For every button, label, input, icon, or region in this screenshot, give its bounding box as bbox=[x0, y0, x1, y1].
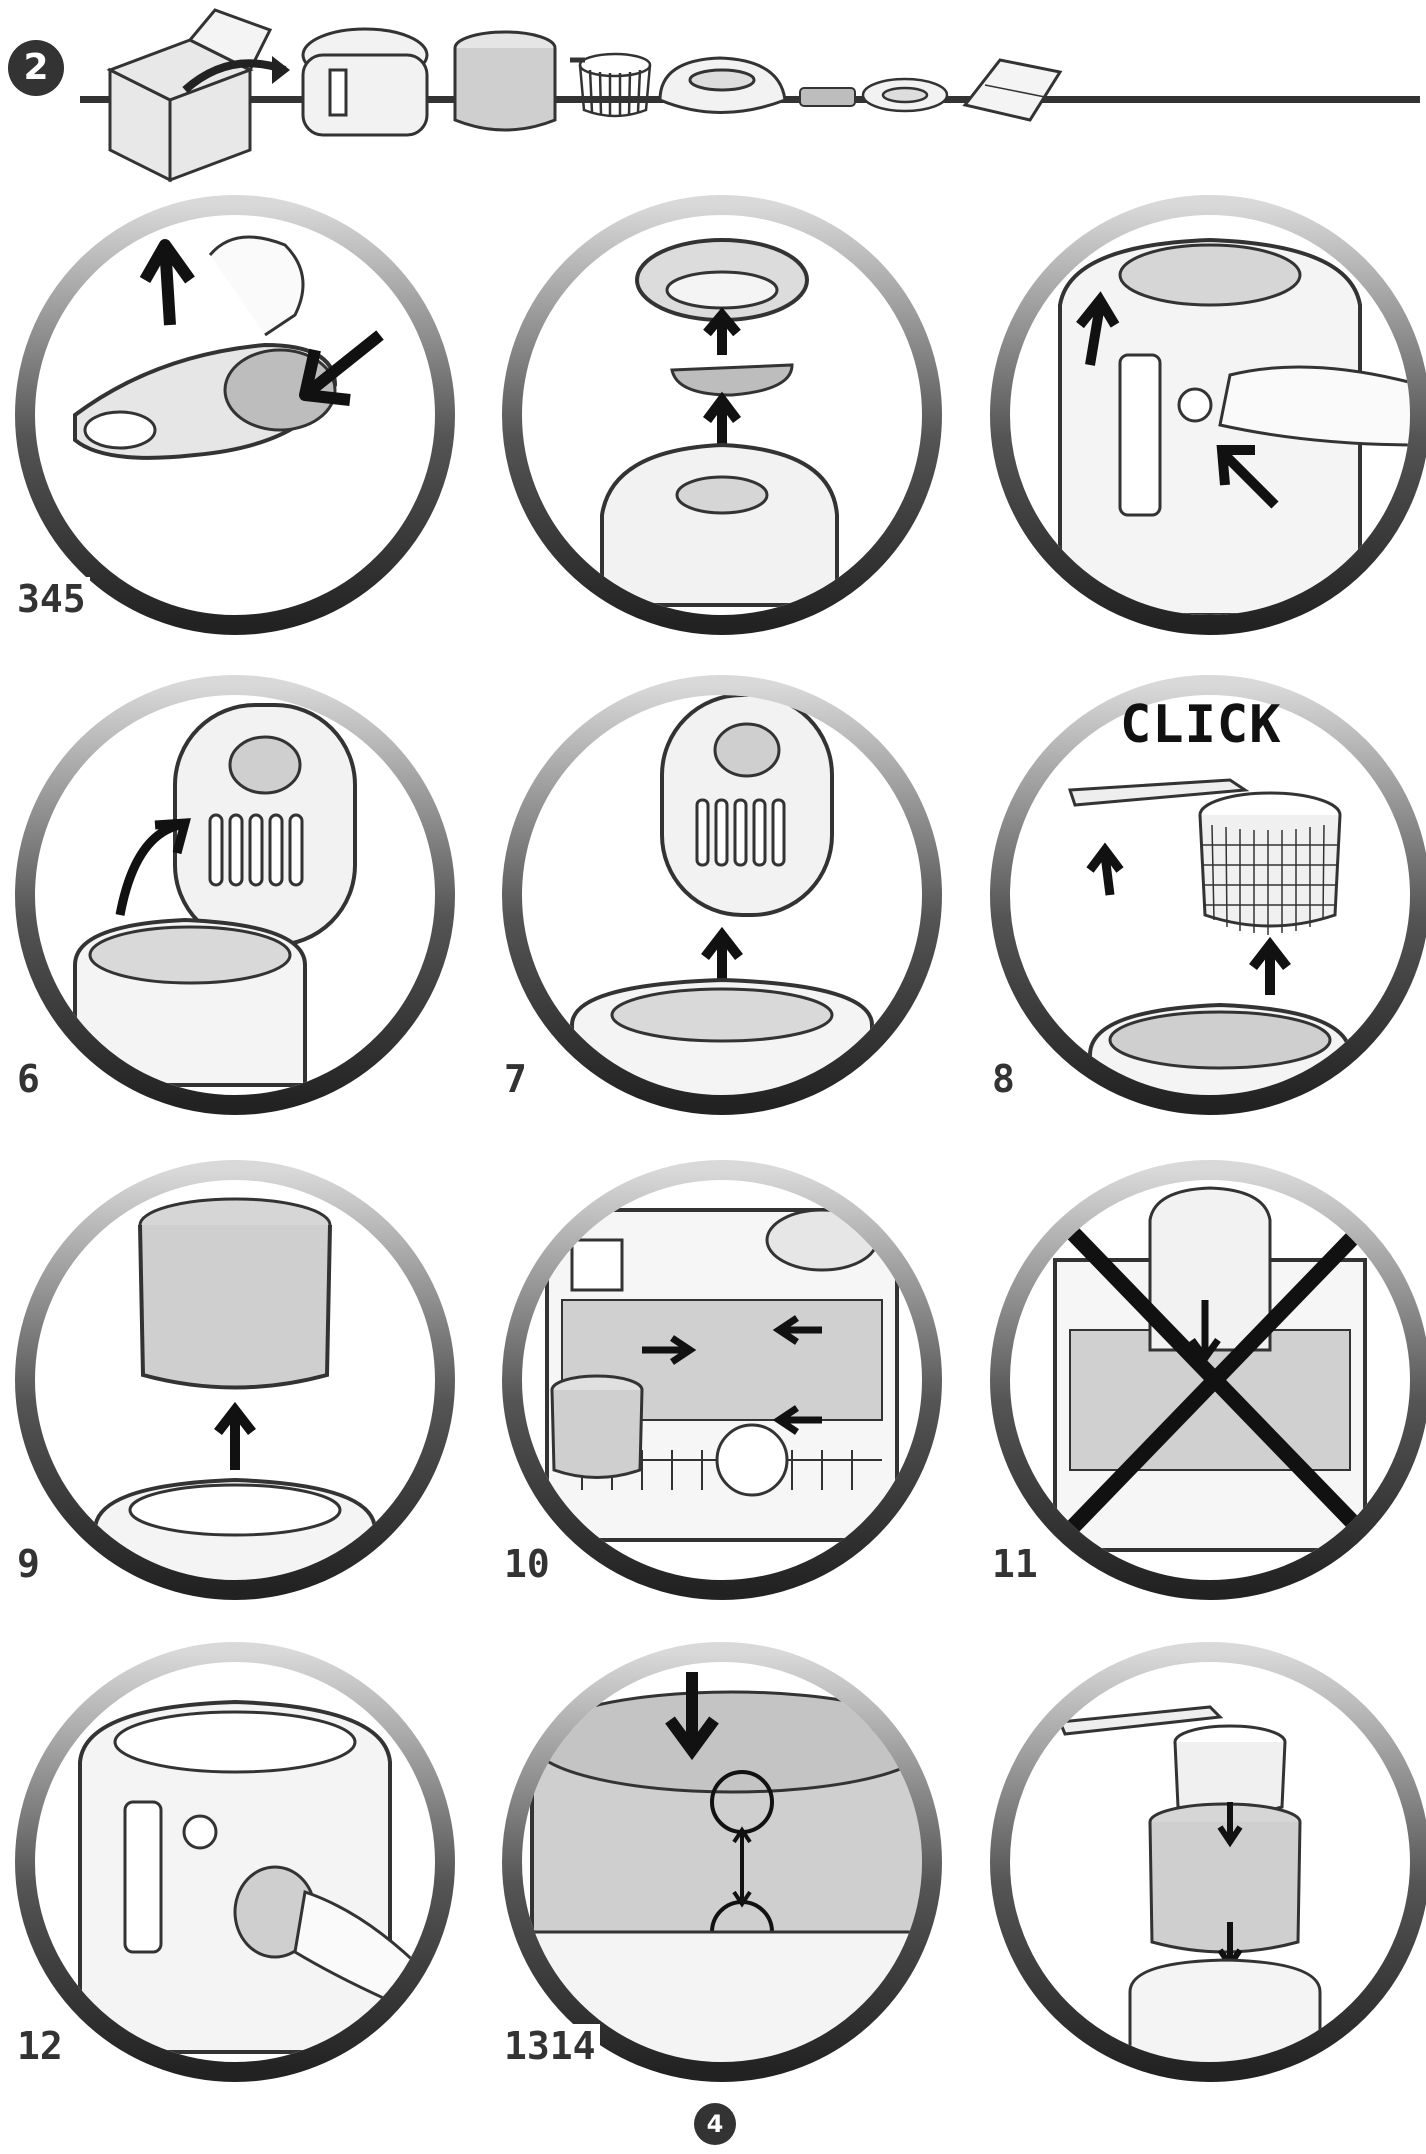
step-panel: 7 bbox=[492, 665, 952, 1145]
step-illustration bbox=[502, 195, 942, 635]
step-illustration bbox=[502, 1160, 942, 1600]
step-number-label: 345 bbox=[13, 577, 90, 621]
step-illustration bbox=[990, 1642, 1426, 2082]
step-illustration bbox=[15, 1642, 455, 2082]
step-panel bbox=[980, 185, 1426, 665]
step-number-label: 1314 bbox=[500, 2024, 600, 2068]
step-panel: 6 bbox=[5, 665, 465, 1145]
step-panel: 10 bbox=[492, 1150, 952, 1630]
step-number-label: 10 bbox=[500, 1542, 554, 1586]
step-number-label: 12 bbox=[13, 2024, 67, 2068]
step-illustration bbox=[990, 675, 1426, 1115]
fryer-icon bbox=[301, 27, 429, 137]
bowl-icon bbox=[453, 30, 557, 132]
step-number-label: 11 bbox=[988, 1542, 1042, 1586]
filter-icon bbox=[799, 87, 856, 107]
parts-header: 2 bbox=[0, 0, 1426, 190]
step-panel: 12 bbox=[5, 1632, 465, 2112]
step-panel bbox=[980, 1632, 1426, 2112]
step-illustration bbox=[15, 1160, 455, 1600]
step-number-label: 7 bbox=[500, 1057, 531, 1101]
step-panel: 11 bbox=[980, 1150, 1426, 1630]
step-illustration bbox=[502, 1642, 942, 2082]
step-panel: 9 bbox=[5, 1150, 465, 1630]
step-panel: 1314 bbox=[492, 1632, 952, 2112]
step-illustration bbox=[990, 1160, 1426, 1600]
basket-icon bbox=[570, 52, 652, 118]
manual-icon bbox=[962, 58, 1063, 122]
box-icon bbox=[106, 8, 273, 183]
step-number-label: 6 bbox=[13, 1057, 44, 1101]
window-icon bbox=[861, 77, 949, 113]
lid-icon bbox=[658, 56, 787, 114]
step-illustration bbox=[502, 675, 942, 1115]
step-panel bbox=[492, 185, 952, 665]
step-number-label: 9 bbox=[13, 1542, 44, 1586]
parts-illustration bbox=[106, 8, 1063, 183]
step-number-label: 8 bbox=[988, 1057, 1019, 1101]
step-illustration bbox=[15, 675, 455, 1115]
step-panel: 345 bbox=[5, 185, 465, 665]
step-panel: 8 CLICK bbox=[980, 665, 1426, 1145]
step-badge: 2 bbox=[8, 40, 64, 96]
click-callout: CLICK bbox=[1120, 695, 1282, 755]
step-illustration bbox=[15, 195, 455, 635]
page-number: 4 bbox=[694, 2103, 736, 2145]
step-illustration bbox=[990, 195, 1426, 635]
